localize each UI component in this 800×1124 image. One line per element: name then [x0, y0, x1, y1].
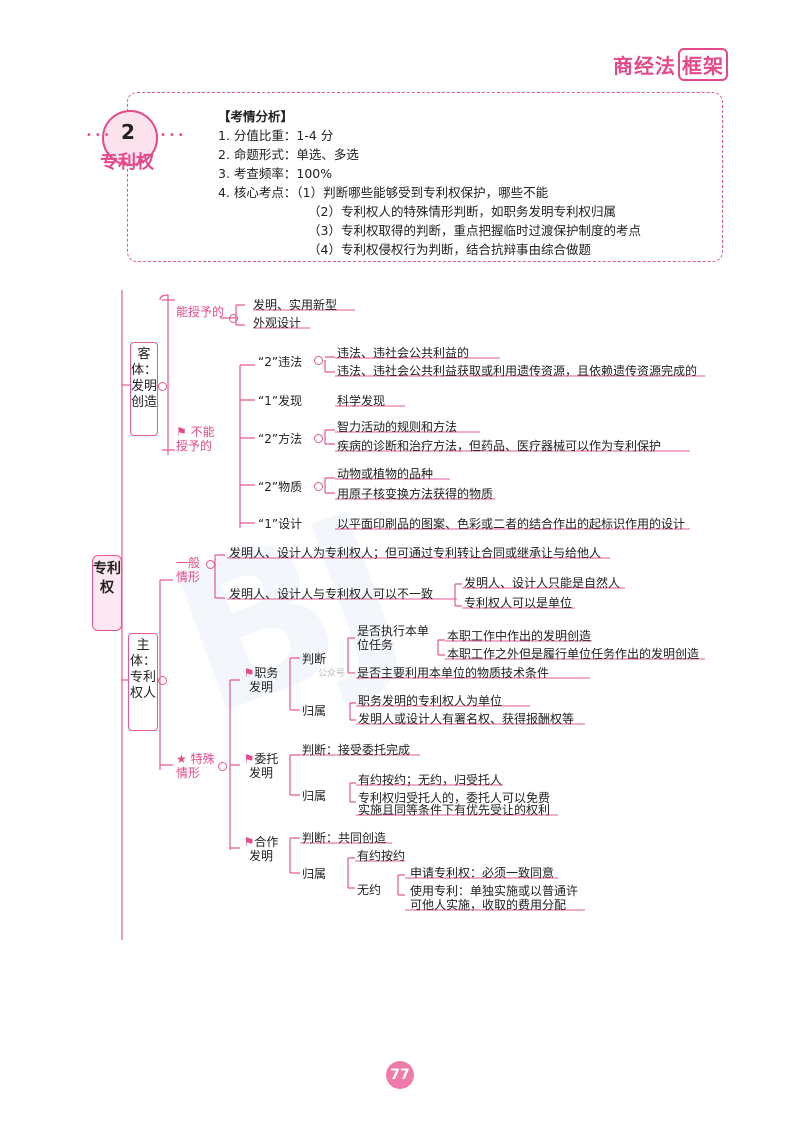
group-label: “1”发现	[258, 394, 303, 408]
service-owner: 归属	[302, 704, 327, 718]
group-item: 以平面印刷品的图案、色彩或二者的结合作出的起标识作用的设计	[337, 517, 686, 531]
group-item: 科学发现	[337, 394, 386, 408]
analysis-line: 1. 分值比重：1-4 分	[218, 128, 334, 143]
grantable-label: 能授予的	[176, 305, 225, 319]
general-item: 专利权人可以是单位	[464, 596, 573, 610]
commission-owner-item: 专利权归受托人的，委托人可以免费	[358, 791, 551, 805]
flag-icon: ⚑	[176, 425, 187, 439]
group-label: “2”物质	[258, 480, 303, 494]
service-material: 是否主要利用本单位的物质技术条件	[357, 666, 550, 680]
cooperation-none-item: 可他人实施，收取的费用分配	[410, 898, 567, 912]
service-owner-item: 发明人或设计人有署名权、获得报酬权等	[358, 712, 575, 726]
service-label: ⚑职务发明	[243, 666, 279, 694]
not-grantable-label: ⚑ 不能授予的	[176, 425, 220, 453]
brand-box-text: 框架	[678, 48, 728, 81]
analysis-line: 3. 考查频率：100%	[218, 166, 333, 181]
analysis-line: 4. 核心考点：（1）判断哪些能够受到专利权保护，哪些不能	[218, 185, 549, 200]
service-task-item: 本职工作之外但是履行单位任务作出的发明创造	[447, 647, 700, 661]
group-item: 疾病的诊断和治疗方法，但药品、医疗器械可以作为专利保护	[337, 439, 662, 453]
service-text: 职务发明	[248, 666, 279, 694]
cooperation-owner: 归属	[302, 867, 327, 881]
group-item: 智力活动的规则和方法	[337, 420, 458, 434]
general-label: 一般情形	[176, 556, 201, 584]
section-title: 专利权	[100, 152, 154, 173]
cooperation-none-item: 使用专利：单独实施或以普通许	[410, 884, 579, 898]
service-owner-item: 职务发明的专利权人为单位	[358, 694, 503, 708]
cooperation-label: ⚑合作发明	[243, 835, 279, 863]
commission-label: ⚑委托发明	[243, 752, 279, 780]
brand-logo: 商经法框架	[613, 48, 728, 81]
service-task: 是否执行本单位任务	[357, 624, 430, 652]
gzh-watermark: 公众号	[318, 669, 346, 679]
dots-right: •••	[160, 130, 187, 141]
collapse-circle-icon	[158, 676, 167, 685]
group-label: “2”方法	[258, 432, 303, 446]
object-node: 客体：发明创造	[130, 342, 158, 436]
analysis-box	[127, 92, 723, 262]
section-badge	[102, 110, 158, 166]
group-item: 用原子核变换方法获得的物质	[337, 487, 494, 501]
grantable-item: 外观设计	[253, 316, 302, 330]
flag-icon: ⚑	[243, 835, 255, 849]
general-line: 发明人、设计人与专利权人可以不一致	[229, 587, 434, 601]
cooperation-none: 无约	[357, 883, 382, 897]
not-grantable-text: 不能授予的	[176, 425, 215, 453]
flag-icon: ⚑	[243, 666, 255, 680]
special-label: ★ 特殊情形	[176, 752, 216, 780]
commission-owner: 归属	[302, 789, 327, 803]
collapse-circle-icon	[158, 382, 167, 391]
special-text: 特殊情形	[176, 752, 215, 780]
root-node: 专利权	[92, 555, 122, 631]
group-label: “2”违法	[258, 355, 303, 369]
general-item: 发明人、设计人只能是自然人	[464, 576, 621, 590]
dots-left: •••	[86, 130, 113, 141]
cooperation-text: 合作发明	[248, 835, 279, 863]
grantable-item: 发明、实用新型	[253, 298, 338, 312]
general-line: 发明人、设计人为专利权人；但可通过专利转让合同或继承让与给他人	[229, 546, 602, 560]
collapse-circle-icon	[229, 314, 238, 323]
brand-text: 商经法	[613, 54, 676, 78]
page-number: 77	[386, 1061, 414, 1089]
commission-owner-item: 有约按约；无约，归受托人	[358, 773, 503, 787]
flag-icon: ⚑	[243, 752, 255, 766]
analysis-line: （4）专利权侵权行为判断，结合抗辩事由综合做题	[308, 242, 591, 257]
service-judge: 判断	[302, 652, 327, 666]
collapse-circle-icon	[314, 434, 323, 443]
group-label: “1”设计	[258, 517, 303, 531]
cooperation-agreed: 有约按约	[357, 849, 406, 863]
commission-judge: 判断：接受委托完成	[302, 743, 411, 757]
collapse-circle-icon	[206, 560, 215, 569]
commission-owner-item: 实施且同等条件下有优先受让的权利	[358, 803, 551, 817]
analysis-line: （2）专利权人的特殊情形判断，如职务发明专利权归属	[308, 204, 616, 219]
group-item: 违法、违社会公共利益获取或利用遗传资源，且依赖遗传资源完成的	[337, 364, 698, 378]
collapse-circle-icon	[218, 762, 227, 771]
cooperation-none-item: 申请专利权：必须一致同意	[410, 866, 555, 880]
underlines	[227, 309, 705, 911]
section-number: 2	[121, 120, 135, 144]
collapse-circle-icon	[314, 356, 323, 365]
analysis-heading: 【考情分析】	[218, 109, 294, 124]
analysis-line: （3）专利权取得的判断，重点把握临时过渡保护制度的考点	[308, 223, 641, 238]
star-icon: ★	[176, 752, 187, 766]
subject-node: 主体：专利权人	[128, 633, 158, 731]
service-task-item: 本职工作中作出的发明创造	[447, 629, 592, 643]
group-item: 违法、违社会公共利益的	[337, 346, 470, 360]
cooperation-judge: 判断：共同创造	[302, 831, 387, 845]
commission-text: 委托发明	[248, 752, 279, 780]
collapse-circle-icon	[314, 482, 323, 491]
analysis-line: 2. 命题形式：单选、多选	[218, 147, 359, 162]
group-item: 动物或植物的品种	[337, 467, 434, 481]
